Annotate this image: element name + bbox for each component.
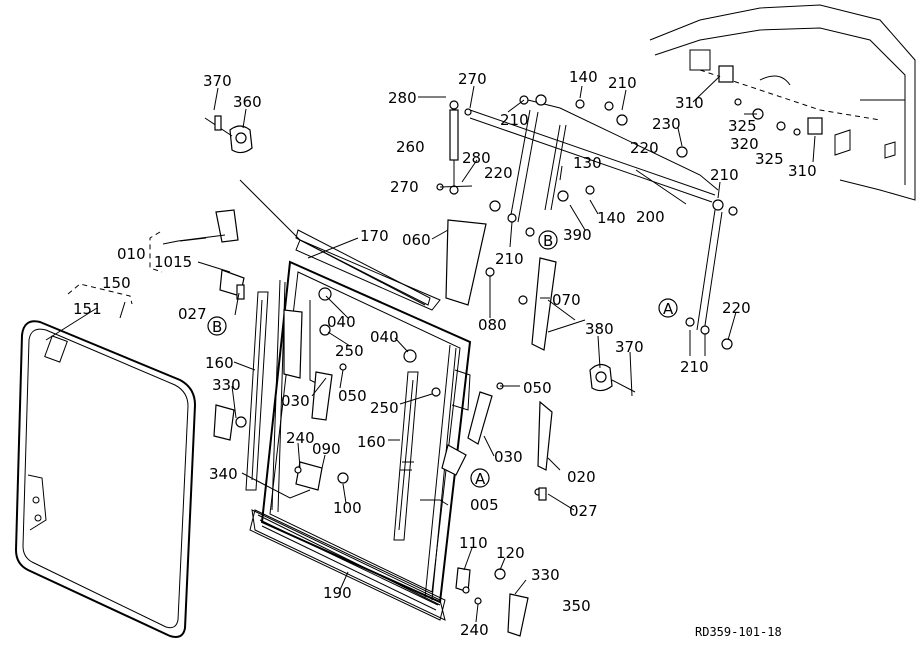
callout-250: 250 [370, 399, 399, 417]
callout-330: 330 [212, 376, 241, 394]
callout-060: 060 [402, 231, 431, 249]
callout-380: 380 [585, 320, 614, 338]
callout-340: 340 [209, 465, 238, 483]
callout-260: 260 [396, 138, 425, 156]
callout-325: 325 [728, 117, 757, 135]
callout-210: 210 [680, 358, 709, 376]
callout-labels: 370 360 280 270 140 210 210 310 325 220 … [73, 68, 817, 639]
callout-040: 040 [327, 313, 356, 331]
callout-050: 050 [338, 387, 367, 405]
callout-005: 005 [470, 496, 499, 514]
callout-090: 090 [312, 440, 341, 458]
marker-a-circle-2 [470, 468, 490, 488]
callout-360: 360 [233, 93, 262, 111]
callout-220: 220 [630, 139, 659, 157]
callout-100: 100 [333, 499, 362, 517]
callout-151: 151 [73, 300, 102, 318]
linkage-bars [469, 99, 723, 333]
callout-230: 230 [652, 115, 681, 133]
callout-080: 080 [478, 316, 507, 334]
callout-240: 240 [460, 621, 489, 639]
marker-b-2: B [212, 318, 222, 336]
callout-270: 270 [458, 70, 487, 88]
callout-220: 220 [722, 299, 751, 317]
callout-150: 150 [102, 274, 131, 292]
callout-010: 010 [117, 245, 146, 263]
callout-040: 040 [370, 328, 399, 346]
callout-120: 120 [496, 544, 525, 562]
marker-a-2: A [475, 470, 486, 488]
callout-280: 280 [388, 89, 417, 107]
callout-030: 030 [494, 448, 523, 466]
callout-160: 160 [357, 433, 386, 451]
callout-310: 310 [675, 94, 704, 112]
hardware [214, 65, 823, 605]
callout-110: 110 [459, 534, 488, 552]
callout-070: 070 [552, 291, 581, 309]
callout-210: 210 [495, 250, 524, 268]
marker-a-1: A [663, 300, 674, 318]
callout-370: 370 [203, 72, 232, 90]
callout-320: 320 [730, 135, 759, 153]
callout-270: 270 [390, 178, 419, 196]
callout-325: 325 [755, 150, 784, 168]
vertical-channels [245, 291, 419, 541]
callout-210: 210 [500, 111, 529, 129]
marker-a-circle-1 [658, 298, 678, 318]
callout-250: 250 [335, 342, 364, 360]
callout-200: 200 [636, 208, 665, 226]
marker-b-circle-2 [207, 316, 227, 336]
door-glass [14, 320, 197, 638]
marker-b-circle-1 [538, 230, 558, 250]
callout-140: 140 [569, 68, 598, 86]
gas-strut [449, 100, 459, 195]
callout-390: 390 [563, 226, 592, 244]
hinge-parts [204, 117, 636, 637]
upper-rail [295, 229, 431, 306]
callout-220: 220 [484, 164, 513, 182]
callout-027: 027 [569, 502, 598, 520]
circled-markers: B B A A [207, 230, 678, 488]
callout-160: 160 [205, 354, 234, 372]
callout-240: 240 [286, 429, 315, 447]
callout-140: 140 [597, 209, 626, 227]
callout-170: 170 [360, 227, 389, 245]
callout-020: 020 [567, 468, 596, 486]
callout-370: 370 [615, 338, 644, 356]
callout-050: 050 [523, 379, 552, 397]
callout-1015: 1015 [154, 253, 192, 271]
leader-lines [45, 75, 816, 623]
callout-350: 350 [562, 597, 591, 615]
callout-280: 280 [462, 149, 491, 167]
callout-330: 330 [531, 566, 560, 584]
callout-310: 310 [788, 162, 817, 180]
callout-027: 027 [178, 305, 207, 323]
marker-b-1: B [543, 232, 553, 250]
callout-130: 130 [573, 154, 602, 172]
callout-030: 030 [281, 392, 310, 410]
lower-rail [249, 509, 446, 621]
callout-210: 210 [710, 166, 739, 184]
callout-210: 210 [608, 74, 637, 92]
door-frame [251, 239, 472, 621]
diagram-reference-code: RD359-101-18 [695, 625, 782, 639]
callout-190: 190 [323, 584, 352, 602]
